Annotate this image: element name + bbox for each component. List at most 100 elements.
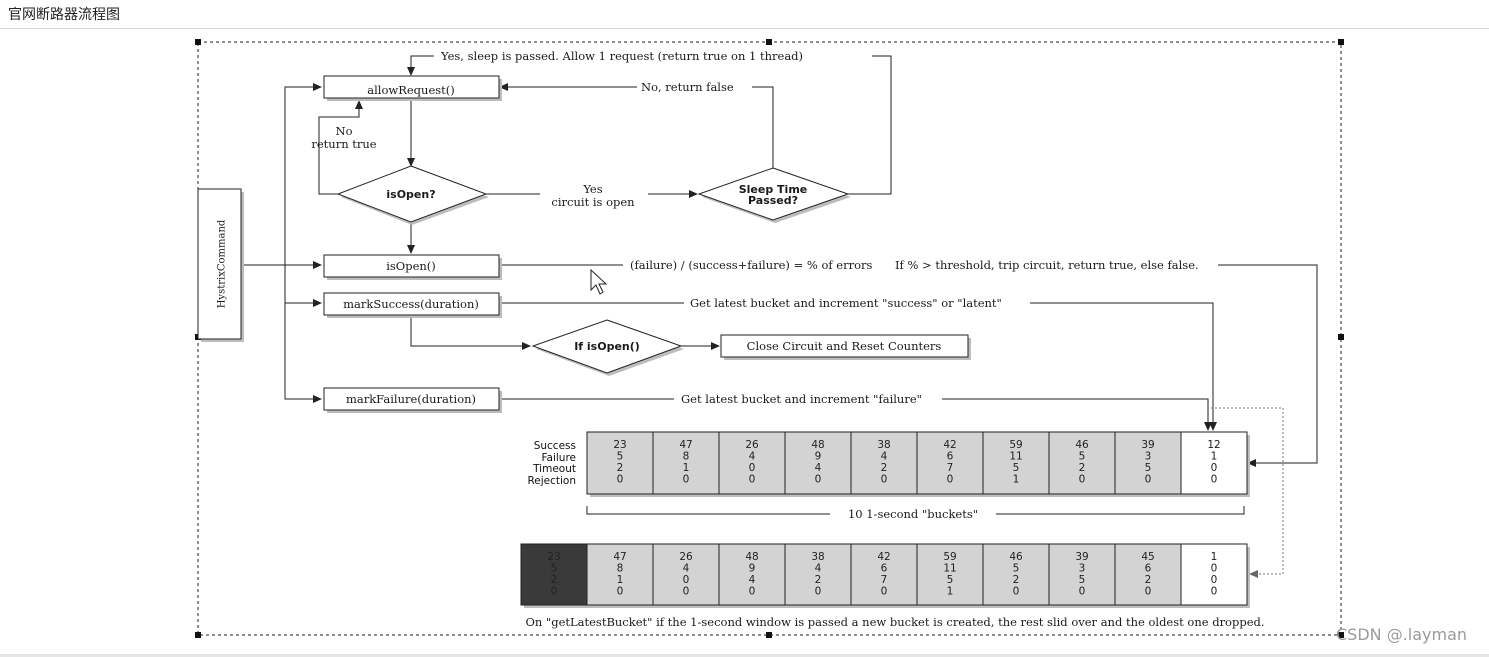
bucket-cell-box	[784, 543, 852, 606]
row-label-timeout: Timeout	[532, 463, 576, 475]
bucket-value: 3	[1079, 563, 1086, 575]
resize-handle[interactable]	[766, 632, 772, 638]
bucket-row-labels: Success Failure Timeout Rejection	[527, 440, 576, 487]
close-circuit-node[interactable]: Close Circuit and Reset Counters	[720, 334, 971, 360]
resize-handle[interactable]	[195, 632, 201, 638]
if-is-open-label: If isOpen()	[574, 340, 640, 353]
mouse-cursor-icon	[590, 268, 608, 295]
bucket-value: 0	[1079, 474, 1086, 486]
bucket-value: 7	[881, 574, 888, 586]
resize-handle[interactable]	[1338, 334, 1344, 340]
bucket-value: 38	[811, 551, 824, 563]
bucket-value: 0	[749, 462, 756, 474]
bucket-value: 9	[815, 451, 822, 463]
bucket-value: 0	[683, 474, 690, 486]
bucket-cell-box	[982, 431, 1050, 495]
bucket-value: 5	[1079, 574, 1086, 586]
bucket-value: 0	[881, 474, 888, 486]
bucket-value: 26	[745, 439, 759, 451]
rolling-window-connector	[1211, 407, 1284, 578]
bucket-value: 4	[881, 451, 888, 463]
is-open-decision[interactable]: isOpen?	[336, 165, 489, 225]
bucket-value: 0	[815, 474, 822, 486]
bucket-value: 0	[1079, 586, 1086, 598]
is-open-node-label: isOpen()	[386, 259, 436, 273]
resize-handle[interactable]	[1338, 632, 1344, 638]
bucket-value: 0	[1211, 563, 1218, 575]
bucket-value: 0	[947, 474, 954, 486]
resize-handle[interactable]	[1338, 39, 1344, 45]
bucket-value: 0	[1211, 586, 1218, 598]
bucket-value: 2	[1145, 574, 1152, 586]
buckets-bottom-row: 2352047810264004894038420426705911514652…	[520, 543, 1250, 608]
bucket-value: 5	[551, 563, 558, 575]
bucket-value: 2	[551, 574, 558, 586]
return-true-label: return true	[311, 137, 376, 151]
bucket-value: 11	[1009, 451, 1022, 463]
success-increment-label: Get latest bucket and increment "success…	[690, 296, 1002, 310]
sleep-time-decision[interactable]: Sleep Time Passed?	[697, 167, 851, 223]
title-divider	[0, 28, 1489, 29]
allow-request-label: allowRequest()	[367, 83, 455, 97]
row-label-success: Success	[534, 440, 576, 452]
bucket-value: 2	[1013, 574, 1020, 586]
bucket-value: 0	[617, 586, 624, 598]
bucket-value: 9	[749, 563, 756, 575]
bucket-value: 0	[1145, 586, 1152, 598]
bucket-value: 1	[1211, 551, 1218, 563]
bucket-value: 0	[1013, 586, 1020, 598]
allow-request-node[interactable]: allowRequest()	[323, 75, 502, 101]
bucket-value: 0	[1211, 574, 1218, 586]
row-label-rejection: Rejection	[527, 475, 576, 487]
bucket-value: 4	[749, 451, 756, 463]
hystrix-command-box[interactable]: HystrixCommand	[197, 188, 244, 342]
buckets-caption: 10 1-second "buckets"	[848, 507, 978, 521]
bucket-value: 0	[815, 586, 822, 598]
bucket-value: 3	[1145, 451, 1152, 463]
bucket-value: 0	[749, 586, 756, 598]
is-open-node[interactable]: isOpen()	[323, 254, 502, 280]
bucket-cell-box	[916, 543, 984, 606]
mark-success-node[interactable]: markSuccess(duration)	[323, 292, 502, 318]
bottom-divider	[0, 654, 1489, 657]
rolling-note: On "getLatestBucket" if the 1-second win…	[525, 615, 1264, 629]
bucket-value: 0	[749, 474, 756, 486]
no-label: No	[336, 124, 353, 138]
mark-failure-label: markFailure(duration)	[346, 392, 476, 406]
page-title: 官网断路器流程图	[8, 7, 120, 23]
bucket-value: 5	[947, 574, 954, 586]
bucket-value: 7	[947, 462, 954, 474]
error-formula-label: (failure) / (success+failure) = % of err…	[630, 258, 873, 272]
close-circuit-label: Close Circuit and Reset Counters	[747, 339, 942, 353]
mark-failure-node[interactable]: markFailure(duration)	[323, 387, 502, 413]
bucket-value: 1	[1013, 474, 1020, 486]
failure-increment-label: Get latest bucket and increment "failure…	[681, 392, 922, 406]
bucket-value: 5	[1013, 462, 1020, 474]
bucket-value: 5	[617, 451, 624, 463]
bucket-value: 11	[943, 563, 956, 575]
bucket-value: 0	[881, 586, 888, 598]
resize-handle[interactable]	[766, 39, 772, 45]
if-is-open-decision[interactable]: If isOpen()	[531, 319, 684, 376]
resize-handle[interactable]	[195, 39, 201, 45]
bucket-cell-box	[586, 543, 654, 606]
bucket-value: 2	[1079, 462, 1086, 474]
bucket-cell-box	[1180, 431, 1248, 495]
bucket-value: 4	[749, 574, 756, 586]
bucket-cell-box	[652, 431, 720, 495]
bucket-value: 6	[1145, 563, 1152, 575]
bucket-value: 8	[617, 563, 624, 575]
buckets-top-row: 2352047810264004894038420426705911514652…	[586, 431, 1250, 497]
